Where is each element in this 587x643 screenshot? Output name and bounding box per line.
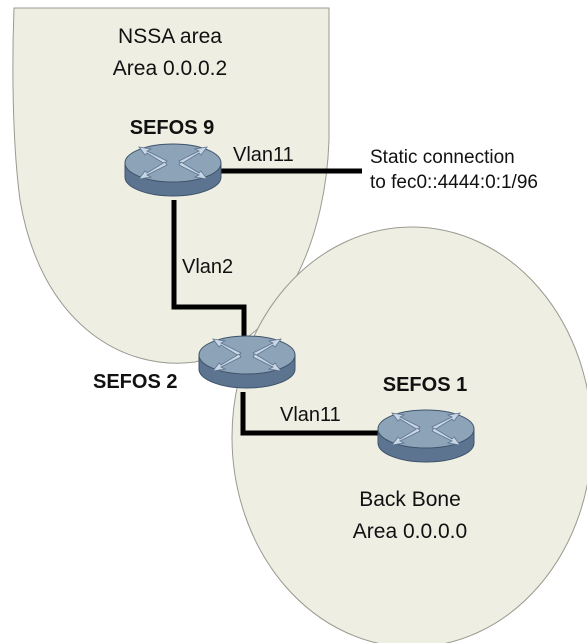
sefos2-label: SEFOS 2 [93,371,177,393]
sefos1-router-icon[interactable] [377,409,475,463]
backbone-area-name: Back Bone [359,488,461,511]
nssa-area-id: Area 0.0.0.2 [113,57,227,80]
nssa-area-name: NSSA area [118,25,222,48]
backbone-area-id: Area 0.0.0.0 [353,520,467,543]
static-connection-prefix: to fec0::4444:0:1/96 [370,172,538,193]
link-sefos2-sefos1 [240,392,385,436]
sefos1-label: SEFOS 1 [383,374,467,396]
link-label-s9-static: Vlan11 [233,144,294,166]
network-links [171,168,385,436]
link-label-s2-s1: Vlan11 [280,404,341,426]
static-connection-label: Static connection [370,147,515,168]
sefos9-label: SEFOS 9 [130,117,214,139]
link-label-s9-s2: Vlan2 [182,256,233,278]
sefos2-router-icon[interactable] [198,335,296,389]
link-sefos9-sefos2 [171,200,247,340]
sefos9-router-icon[interactable] [124,143,222,197]
